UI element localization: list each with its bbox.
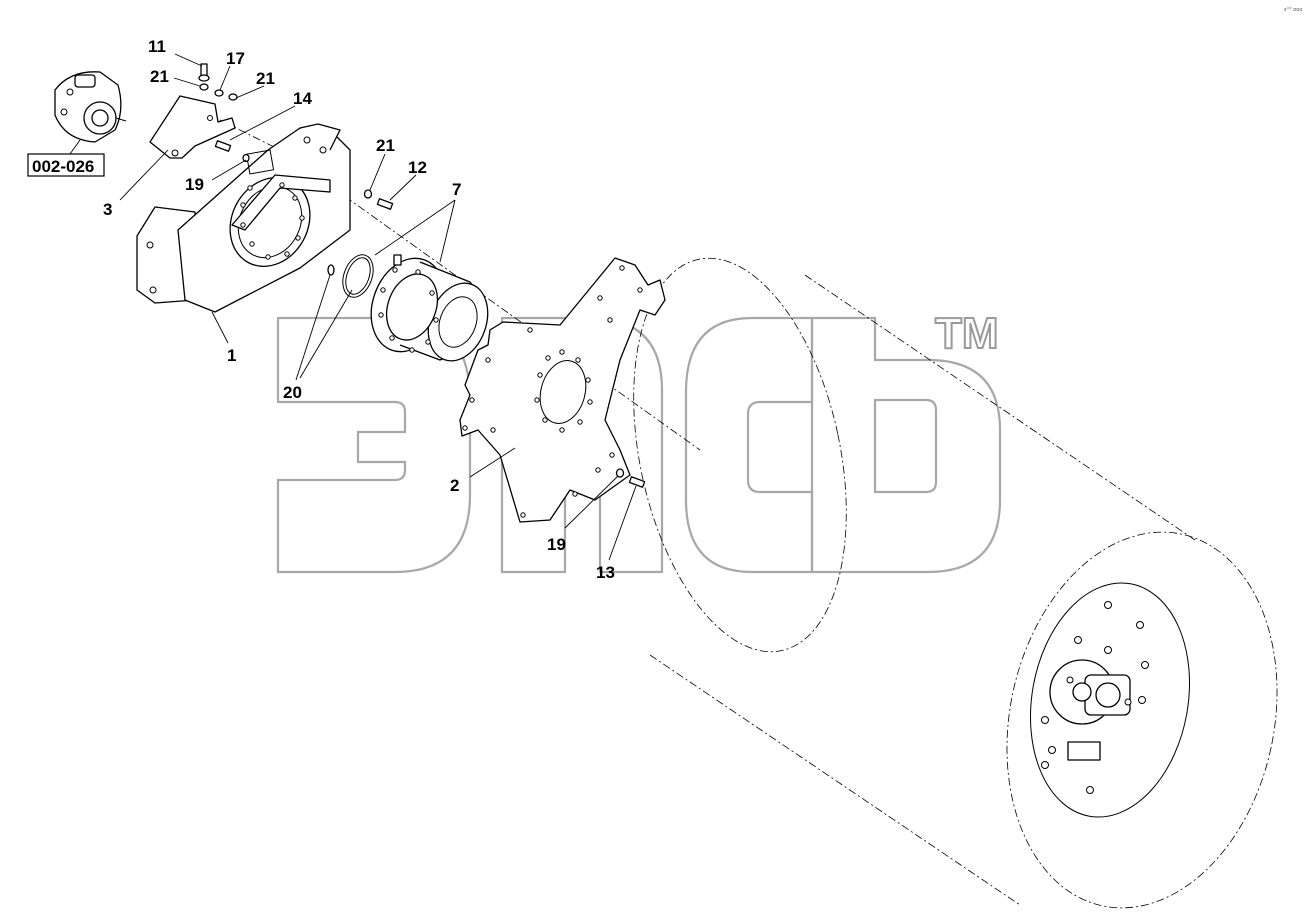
drum-far-rim (633, 257, 847, 653)
leader-lines (119, 53, 637, 561)
part-11-bolt (198, 63, 210, 82)
part-21-washer-b (228, 93, 238, 101)
part-19-washer-a (242, 153, 250, 163)
callout-21[interactable]: 21 (150, 67, 169, 86)
callout-17[interactable]: 17 (226, 49, 245, 68)
part-17-nut (214, 89, 224, 97)
part-2-bolt-ring (534, 349, 593, 433)
part-7-bolt-ring (378, 267, 439, 353)
part-20-oring (342, 254, 374, 298)
part-20-oring-inner (345, 257, 371, 295)
drum-bottom-edge (649, 654, 1021, 906)
part-14-plate (245, 149, 275, 175)
part-7-gear-hub (370, 254, 489, 362)
callout-11[interactable]: 11 (148, 37, 166, 56)
callout-2[interactable]: 2 (450, 476, 459, 495)
corner-mark: s°° ooo (1284, 7, 1302, 13)
part-1-bolt-holes (240, 182, 305, 260)
callout-12[interactable]: 12 (408, 158, 427, 177)
drum-motor (1049, 659, 1132, 761)
reference-leader (69, 139, 81, 155)
drum-top-edge (804, 274, 1196, 541)
roller-drum (633, 257, 1278, 909)
part-12-bolt (376, 198, 394, 210)
reference-label[interactable]: 002-026 (32, 157, 94, 176)
part-3-bracket (149, 95, 236, 159)
callout-1[interactable]: 1 (227, 346, 236, 365)
reference-motor (54, 71, 127, 143)
reference-box[interactable] (27, 153, 105, 177)
drum-near-rim (1006, 531, 1278, 909)
part-13-bolt (628, 476, 646, 488)
part-20-seal (327, 264, 335, 276)
callout-19[interactable]: 19 (185, 175, 204, 194)
part-21-washer-a (199, 83, 209, 91)
trademark-symbol: TM (935, 309, 999, 358)
callout-21[interactable]: 21 (256, 69, 275, 88)
part-19-bolt-a (214, 140, 232, 152)
callout-19[interactable]: 19 (547, 535, 566, 554)
drum-end-plate (1029, 582, 1191, 818)
callout-13[interactable]: 13 (596, 563, 615, 582)
callout-14[interactable]: 14 (293, 89, 312, 108)
end-plate-bolts (1041, 601, 1149, 794)
part-1-mount-bracket (136, 123, 351, 313)
callout-20[interactable]: 20 (283, 383, 302, 402)
part-2-adapter-plate (459, 257, 666, 523)
callout-21[interactable]: 21 (376, 136, 395, 155)
watermark-logo: TM (276, 308, 1002, 574)
part-21-washer-c (363, 189, 373, 199)
callout-7[interactable]: 7 (452, 180, 461, 199)
part-19-washer-b (615, 468, 625, 478)
callout-3[interactable]: 3 (103, 200, 112, 219)
